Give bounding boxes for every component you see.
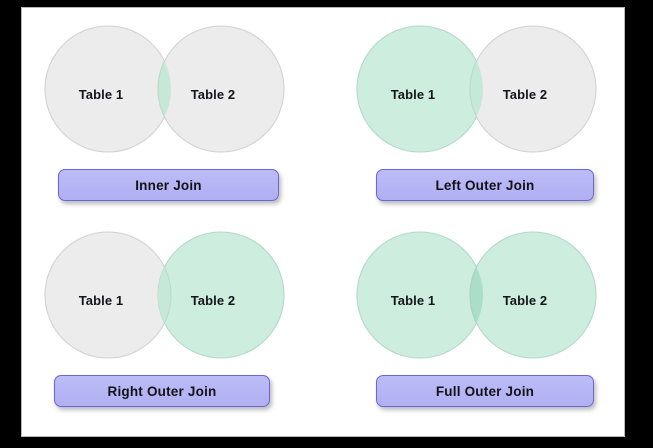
venn-label-table-2: Table 2	[190, 293, 236, 308]
join-button-right-outer-join[interactable]: Right Outer Join	[54, 375, 270, 407]
venn-overlap-region	[469, 232, 483, 358]
venn-label-table-1: Table 1	[78, 87, 124, 102]
venn-diagram	[36, 220, 312, 370]
venn-label-table-1: Table 1	[390, 293, 436, 308]
slide-canvas: Table 1 Table 2 Inner Join Table 1 Table…	[22, 8, 624, 436]
venn-label-table-1: Table 1	[78, 293, 124, 308]
venn-label-table-2: Table 2	[190, 87, 236, 102]
join-button-full-outer-join[interactable]: Full Outer Join	[376, 375, 594, 407]
join-button-inner-join[interactable]: Inner Join	[58, 169, 279, 201]
venn-overlap-region	[157, 26, 171, 152]
venn-diagram	[348, 14, 624, 164]
venn-label-table-2: Table 2	[502, 293, 548, 308]
venn-diagram	[36, 14, 312, 164]
join-diagram-right-outer-join: Table 1 Table 2 Right Outer Join	[36, 220, 312, 425]
venn-overlap-region	[158, 232, 172, 358]
join-diagram-full-outer-join: Table 1 Table 2 Full Outer Join	[348, 220, 624, 425]
venn-label-table-1: Table 1	[390, 87, 436, 102]
join-diagram-inner-join: Table 1 Table 2 Inner Join	[36, 14, 312, 219]
venn-diagram	[348, 220, 624, 370]
join-diagram-left-outer-join: Table 1 Table 2 Left Outer Join	[348, 14, 624, 219]
join-button-left-outer-join[interactable]: Left Outer Join	[376, 169, 594, 201]
venn-label-table-2: Table 2	[502, 87, 548, 102]
venn-overlap-region	[469, 26, 483, 152]
